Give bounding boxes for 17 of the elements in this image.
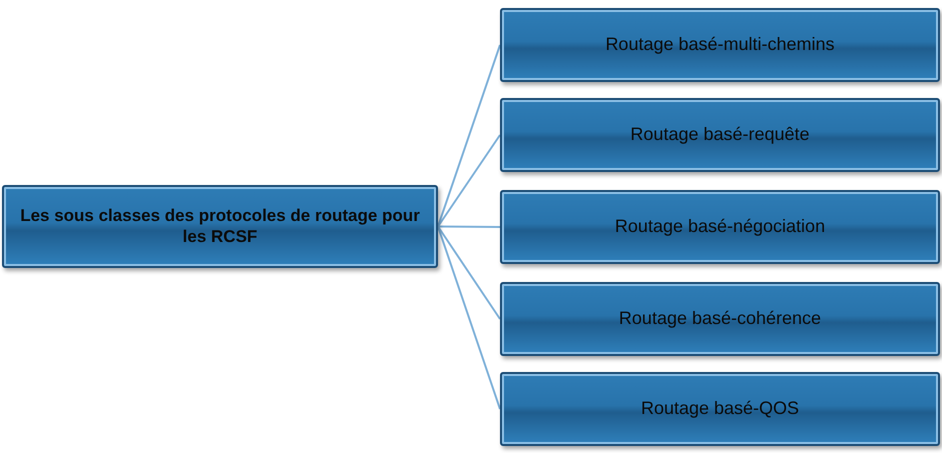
connector-line [438,226,500,228]
subclass-box [500,372,940,446]
category-box [2,185,438,268]
node-label: Les sous classes des protocoles de routage pour les RCSF [19,206,421,247]
node-label: Routage basé-multi-chemins [604,34,836,56]
connector-line [437,134,501,228]
node-label: Routage basé-requête [629,124,811,146]
subclass-box [500,98,940,172]
connector-line [437,44,501,227]
connector-line [437,226,501,320]
node-label: Routage basé-QOS [640,398,800,420]
node-label: Routage basé-cohérence [618,308,822,330]
connector-line [437,226,501,410]
subclass-box [500,282,940,356]
node-label: Routage basé-négociation [614,216,826,238]
subclass-box [500,8,940,82]
subclass-box [500,190,940,264]
